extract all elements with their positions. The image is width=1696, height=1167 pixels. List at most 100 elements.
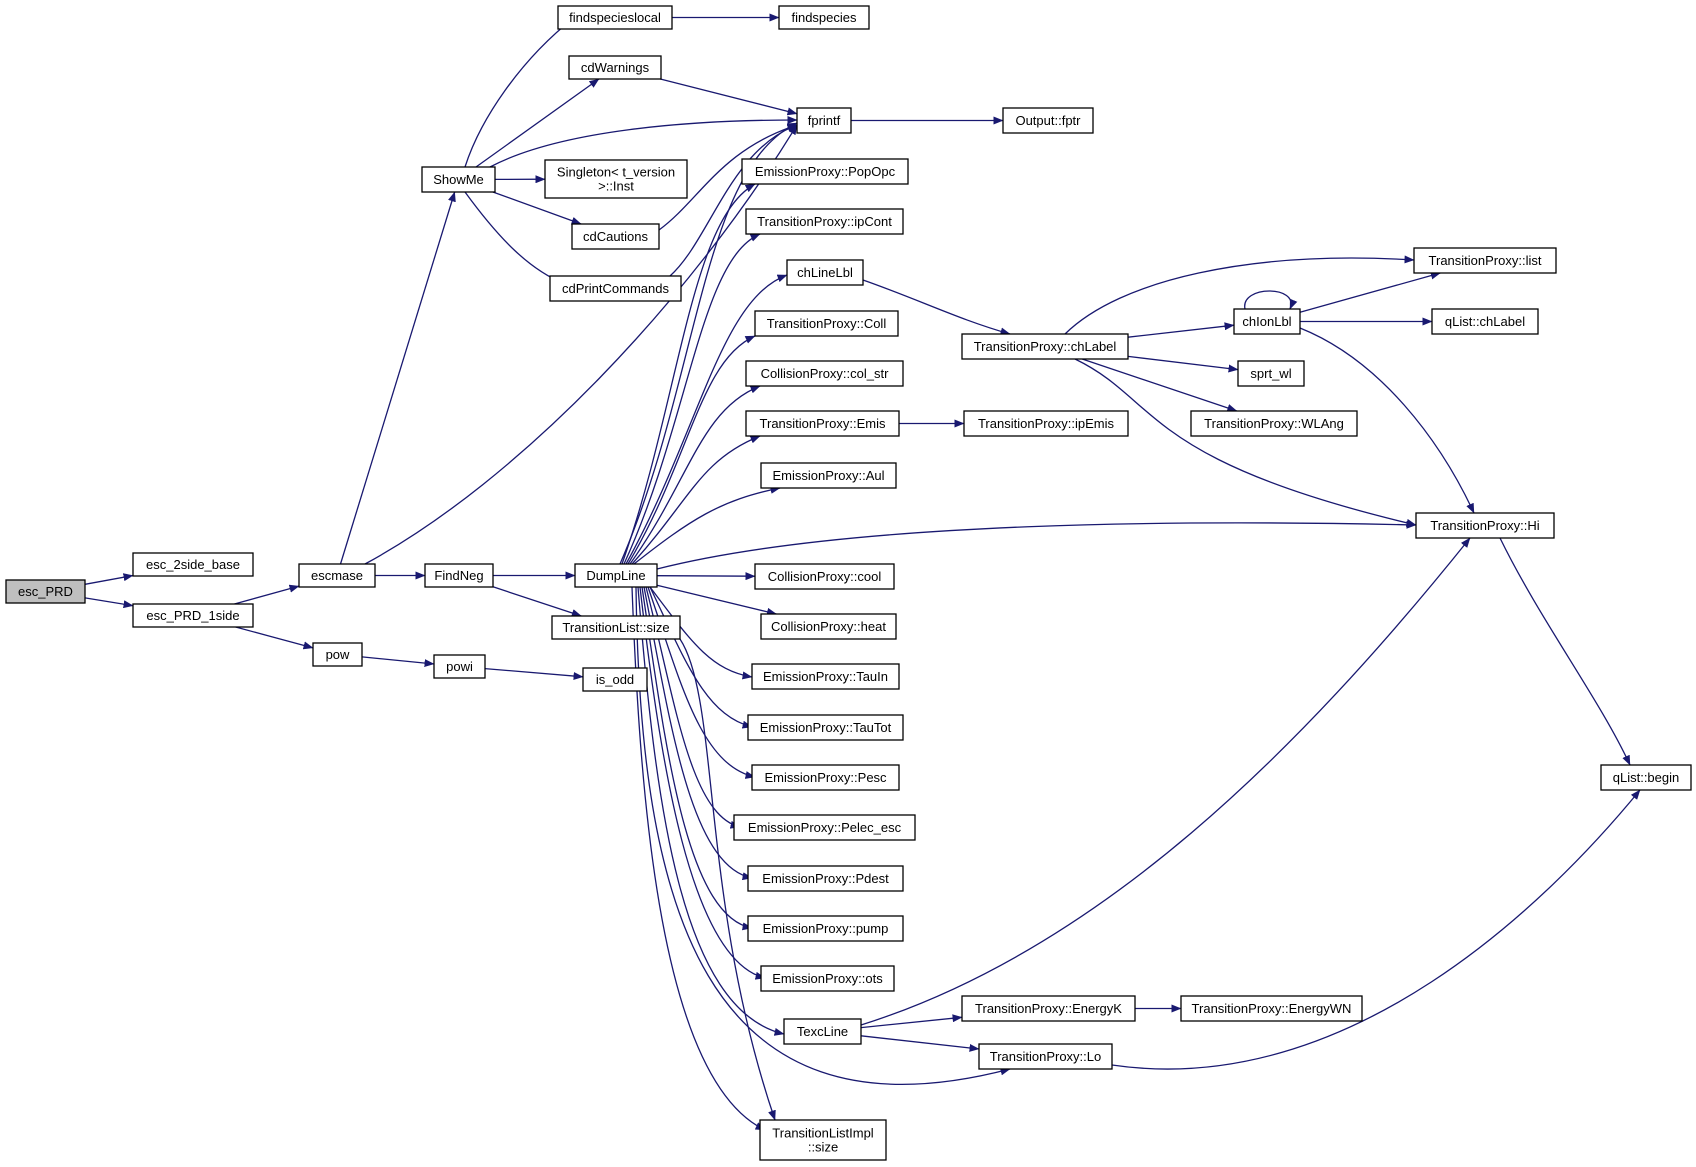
node-label: TransitionProxy::Emis — [760, 416, 886, 431]
node-Emis[interactable]: TransitionProxy::Emis — [745, 410, 900, 437]
edge-cdCautions-to-fprintf — [658, 124, 798, 231]
node-pump[interactable]: EmissionProxy::pump — [747, 915, 904, 942]
node-powi[interactable]: powi — [433, 654, 486, 679]
node-box — [571, 223, 660, 250]
edge-DumpLine-to-Hi — [656, 520, 1417, 570]
edge-esc_PRD-to-esc_2side_base — [84, 573, 134, 585]
edge-DumpLine-to-cool — [656, 572, 756, 581]
node-label: escmase — [311, 568, 363, 583]
node-label: FindNeg — [434, 568, 483, 583]
node-box — [433, 654, 486, 679]
edge-esc_PRD-to-esc_PRD_1side — [84, 597, 134, 609]
node-Pelec_esc[interactable]: EmissionProxy::Pelec_esc — [733, 814, 916, 841]
node-ipEmis[interactable]: TransitionProxy::ipEmis — [963, 410, 1129, 437]
node-TransitionList_size[interactable]: TransitionList::size — [551, 615, 681, 640]
node-chLineLbl[interactable]: chLineLbl — [786, 259, 864, 286]
node-cool[interactable]: CollisionProxy::cool — [754, 563, 895, 590]
node-ipCont[interactable]: TransitionProxy::ipCont — [745, 208, 904, 235]
node-sprt_wl[interactable]: sprt_wl — [1237, 360, 1305, 387]
node-Hi[interactable]: TransitionProxy::Hi — [1415, 512, 1555, 539]
node-Pdest[interactable]: EmissionProxy::Pdest — [747, 865, 904, 892]
edge-ShowMe-to-cdWarnings — [475, 78, 600, 168]
node-qList_begin[interactable]: qList::begin — [1600, 764, 1692, 791]
node-EnergyK[interactable]: TransitionProxy::EnergyK — [961, 995, 1136, 1022]
node-label: EmissionProxy::Aul — [773, 468, 885, 483]
node-heat[interactable]: CollisionProxy::heat — [760, 613, 897, 640]
node-esc_PRD[interactable]: esc_PRD — [5, 579, 86, 604]
node-box — [1431, 308, 1539, 335]
node-chIonLbl[interactable]: chIonLbl — [1233, 308, 1301, 335]
node-label: EmissionProxy::PopOpc — [755, 164, 896, 179]
node-label: powi — [446, 659, 473, 674]
node-is_odd[interactable]: is_odd — [582, 667, 648, 692]
node-fprintf[interactable]: fprintf — [796, 107, 852, 134]
node-box — [759, 1119, 887, 1161]
edge-DumpLine-to-PopOpc — [621, 183, 756, 565]
node-TauTot[interactable]: EmissionProxy::TauTot — [747, 714, 904, 741]
node-ots[interactable]: EmissionProxy::ots — [760, 965, 895, 992]
node-Coll[interactable]: TransitionProxy::Coll — [754, 310, 899, 337]
node-label: fprintf — [808, 113, 841, 128]
node-pow[interactable]: pow — [312, 642, 363, 667]
node-label: TransitionProxy::chLabel — [974, 339, 1117, 354]
edge-DumpLine-to-Lo — [635, 586, 1011, 1086]
node-EnergyWN[interactable]: TransitionProxy::EnergyWN — [1180, 995, 1363, 1022]
node-WLAng[interactable]: TransitionProxy::WLAng — [1190, 410, 1358, 437]
node-chLabel[interactable]: TransitionProxy::chLabel — [961, 333, 1129, 360]
node-list[interactable]: TransitionProxy::list — [1413, 247, 1557, 274]
node-FindNeg[interactable]: FindNeg — [424, 563, 494, 588]
node-box — [551, 615, 681, 640]
node-box — [741, 158, 909, 185]
node-cdWarnings[interactable]: cdWarnings — [568, 55, 662, 80]
node-TLImpl_size[interactable]: TransitionListImpl::size — [759, 1119, 887, 1161]
node-label: is_odd — [596, 672, 634, 687]
node-box — [298, 563, 376, 588]
node-PopOpc[interactable]: EmissionProxy::PopOpc — [741, 158, 909, 185]
node-esc_PRD_1side[interactable]: esc_PRD_1side — [132, 603, 254, 628]
node-label: EmissionProxy::Pdest — [762, 871, 889, 886]
node-Singleton_Inst[interactable]: Singleton< t_version>::Inst — [544, 159, 688, 199]
node-qList_chLabel[interactable]: qList::chLabel — [1431, 308, 1539, 335]
node-findspecies[interactable]: findspecies — [778, 5, 870, 30]
edge-chLabel-to-list — [1064, 255, 1415, 335]
node-ShowMe[interactable]: ShowMe — [421, 166, 496, 193]
nodes-layer: esc_PRD esc_2side_base esc_PRD_1side escmas… — [5, 5, 1692, 1161]
node-label: ShowMe — [433, 172, 484, 187]
node-label: EmissionProxy::Pelec_esc — [748, 820, 902, 835]
node-Output_fptr[interactable]: Output::fptr — [1002, 107, 1094, 134]
node-label: cdCautions — [583, 229, 649, 244]
node-box — [544, 159, 688, 199]
node-label: ::size — [808, 1140, 838, 1155]
node-box — [557, 5, 673, 30]
node-label: EmissionProxy::TauIn — [763, 669, 888, 684]
edge-DumpLine-to-ots — [639, 586, 766, 980]
node-box — [1180, 995, 1363, 1022]
node-Pesc[interactable]: EmissionProxy::Pesc — [751, 764, 900, 791]
node-escmase[interactable]: escmase — [298, 563, 376, 588]
node-cdPrintCommands[interactable]: cdPrintCommands — [549, 275, 682, 302]
node-label: CollisionProxy::cool — [768, 569, 882, 584]
node-box — [733, 814, 916, 841]
node-box — [312, 642, 363, 667]
node-label: Singleton< t_version — [557, 165, 675, 180]
node-box — [796, 107, 852, 134]
node-TauIn[interactable]: EmissionProxy::TauIn — [751, 663, 900, 690]
node-TexcLine[interactable]: TexcLine — [783, 1018, 862, 1045]
node-cdCautions[interactable]: cdCautions — [571, 223, 660, 250]
node-DumpLine[interactable]: DumpLine — [574, 563, 658, 588]
edge-TransitionList_size-to-TLImpl_size — [679, 638, 776, 1121]
edge-DumpLine-to-chLineLbl — [625, 274, 788, 565]
node-Aul[interactable]: EmissionProxy::Aul — [760, 462, 897, 489]
node-findspecieslocal[interactable]: findspecieslocal — [557, 5, 673, 30]
node-col_str[interactable]: CollisionProxy::col_str — [745, 360, 904, 387]
node-label: TransitionProxy::Hi — [1430, 518, 1539, 533]
node-box — [1237, 360, 1305, 387]
node-esc_2side_base[interactable]: esc_2side_base — [132, 552, 254, 577]
node-label: chLineLbl — [797, 265, 853, 280]
node-Lo[interactable]: TransitionProxy::Lo — [978, 1043, 1113, 1070]
node-label: TransitionProxy::EnergyWN — [1192, 1001, 1352, 1016]
edge-chLabel-to-chIonLbl — [1127, 322, 1235, 338]
node-label: CollisionProxy::col_str — [761, 366, 890, 381]
node-label: TransitionList::size — [562, 620, 669, 635]
